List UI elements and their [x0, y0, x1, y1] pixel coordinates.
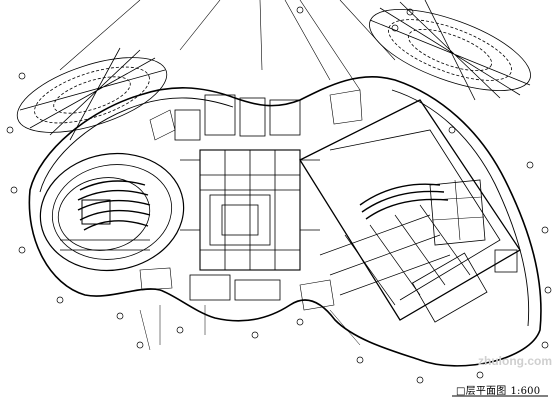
auditorium-left	[39, 152, 185, 272]
axis-lines	[59, 0, 396, 91]
grid-bubbles	[6, 6, 552, 384]
canopy-ellipse-left	[16, 47, 168, 141]
canopy-ellipse-right	[369, 0, 531, 101]
watermark: zhulong.com	[478, 354, 552, 368]
hall-right	[299, 99, 521, 323]
caption-scale: 1:600	[510, 386, 541, 397]
central-core	[174, 94, 320, 301]
caption-title: □层平面图	[456, 386, 507, 397]
